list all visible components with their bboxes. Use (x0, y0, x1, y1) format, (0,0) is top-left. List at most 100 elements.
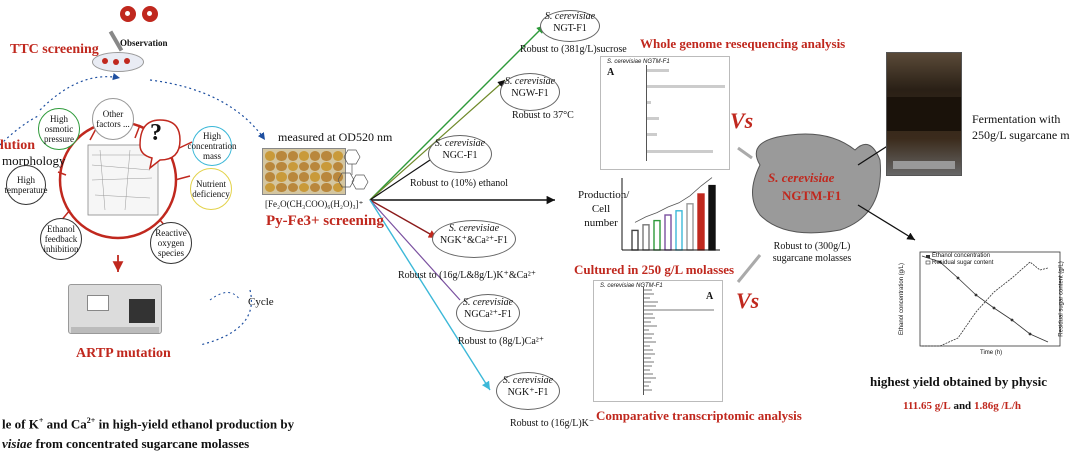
main-strain-name: NGTM-F1 (782, 188, 842, 203)
plate-well (310, 172, 321, 182)
go-term-panel-genome: S. cerevisiae NGTM-F1 A (600, 56, 730, 170)
robust-ngt: Robust to (381g/L)sucrose (520, 44, 627, 55)
fermentation-label-2: 250g/L sugarcane m (972, 128, 1070, 142)
go-term-bar (644, 293, 654, 295)
go-term-bar (644, 333, 654, 335)
factor-reactive-oxygen: Reactive oxygen species (150, 222, 192, 264)
result-and: and (953, 400, 972, 412)
go-term-panel-transcriptome: S. cerevisiae NGTM-F1 A (593, 280, 723, 402)
arrow-ngk (369, 199, 491, 391)
fermentation-time-chart: Ethanol concentration Residual sugar con… (899, 250, 1073, 362)
cultured-title: Cultured in 250 g/L molasses (574, 262, 735, 277)
go-term-bar (644, 349, 653, 351)
arrow-ngca (369, 199, 461, 301)
plate-well (287, 151, 298, 161)
plate-well (276, 182, 287, 192)
robust-ngkca: Robust to (16g/L&8g/L)K⁺&Ca²⁺ (398, 270, 536, 281)
question-mark: ? (150, 120, 162, 146)
cycle-arc-bottom (199, 289, 252, 346)
cycle-arc-top (39, 73, 121, 111)
chart-ylabel-left: Ethanol concentration (g/L) (899, 262, 906, 336)
plate-well (287, 161, 298, 171)
go-term-bar (644, 389, 652, 391)
go-term-bar (644, 381, 651, 383)
ethanol-curve (922, 261, 1049, 347)
plate-well (298, 151, 310, 161)
main-strain-species: S. cerevisiae (768, 170, 835, 185)
arrow-ngkca (369, 199, 438, 239)
robust-ngc: Robust to (10%) ethanol (410, 178, 509, 189)
go-term-bar (644, 301, 658, 303)
cycle-label: Cycle (248, 296, 274, 308)
cycle-loop (209, 292, 241, 301)
go-term-bar (644, 353, 655, 355)
chart-ylabel-right: Residual sugar content (g/L) (1058, 261, 1065, 337)
go-term-bar (644, 361, 654, 363)
panel-strain-label: S. cerevisiae NGTM-F1 (607, 59, 670, 65)
go-term-bar (644, 377, 656, 379)
go-term-bar (644, 385, 649, 387)
go-term-bar (644, 345, 650, 347)
production-axis-label: Production/ Cell number (578, 189, 630, 229)
plate-well (310, 151, 321, 161)
production-bar (664, 214, 672, 251)
plate-well (321, 161, 332, 171)
chart-xlabel: Time (h) (980, 350, 1003, 356)
caption-line-2: visiae from concentrated sugarcane molas… (2, 436, 250, 451)
production-bar (686, 203, 694, 251)
production-trend-line (634, 177, 713, 223)
sugar-curve (921, 255, 1049, 343)
cycle-arc-left (0, 114, 41, 146)
plate-well (265, 182, 276, 192)
iron-complex-formula: [Fe₂O(CH₃COO)₆(H₂O)₃]⁺ (265, 199, 364, 209)
plate-well (310, 161, 321, 171)
plate-well (332, 161, 343, 171)
go-term-bar (644, 357, 651, 359)
arrow-to-yield (857, 204, 916, 241)
production-bar (631, 229, 639, 251)
main-strain-robust: Robust to (300g/L) sugarcane molasses (772, 241, 852, 264)
production-bar-chart (631, 177, 716, 251)
legend-ethanol: Ethanol concentration (932, 253, 991, 259)
comparative-title: Comparative transcriptomic analysis (596, 408, 802, 423)
plate-well (276, 161, 287, 171)
fermenter-photo (886, 52, 962, 176)
go-term-bar (644, 329, 649, 331)
production-bar (697, 193, 705, 251)
evolution-title-partial: lution (0, 138, 36, 153)
caption-line-1: le of K+ and Ca2+ in high-yield ethanol … (2, 416, 295, 432)
petri-dish-illustration (92, 52, 144, 72)
factor-concentration: High concentration mass (188, 126, 237, 166)
artp-machine-image (68, 284, 162, 334)
plate-well (298, 182, 310, 192)
production-bar (642, 224, 650, 251)
go-term-bar (644, 365, 652, 367)
go-term-bar (644, 289, 652, 291)
robust-ngca: Robust to (8g/L)Ca²⁺ (458, 336, 545, 347)
morphology-label-partial: morphology (2, 153, 66, 168)
plate-well (298, 172, 310, 182)
robust-ngk: Robust to (16g/L)K⁻ (510, 418, 595, 429)
plate-well (287, 172, 298, 182)
go-term-bar (644, 369, 650, 371)
py-fe-complex-structure (338, 145, 370, 200)
observation-label: Observation (120, 38, 168, 48)
yield-results: 111.65 g/L and 1.86g /L/h (903, 400, 1021, 412)
py-fe3-screening-title: Py-Fe3+ screening (266, 213, 384, 229)
vs-label-bottom: Vs (736, 288, 760, 313)
factor-ethanol-feedback: Ethanol feedback inhibition (40, 218, 82, 260)
ttc-screening-title: TTC screening (10, 42, 99, 57)
go-term-bar (644, 305, 656, 307)
plate-well (321, 151, 332, 161)
factor-osmotic-pressure: High osmotic pressure (38, 108, 80, 150)
factor-nutrient-deficiency: Nutrient deficiency (190, 168, 232, 210)
result-concentration: 111.65 g/L (903, 400, 951, 412)
whole-genome-title: Whole genome resequencing analysis (640, 36, 846, 51)
production-bar (653, 219, 661, 251)
plate-well (265, 161, 276, 171)
